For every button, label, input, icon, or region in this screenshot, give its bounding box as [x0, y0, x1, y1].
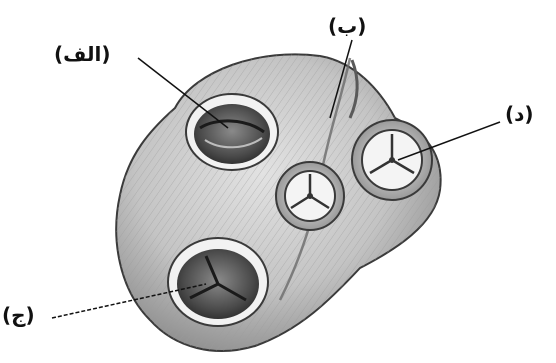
- aortic-valve: [276, 162, 344, 230]
- label-alef: (الف): [54, 44, 110, 64]
- pulmonary-valve: [352, 120, 432, 200]
- label-dal: (د): [505, 104, 534, 124]
- label-be: (ب): [328, 16, 366, 36]
- tricuspid-valve: [168, 238, 268, 326]
- label-jim: (ج): [2, 305, 35, 325]
